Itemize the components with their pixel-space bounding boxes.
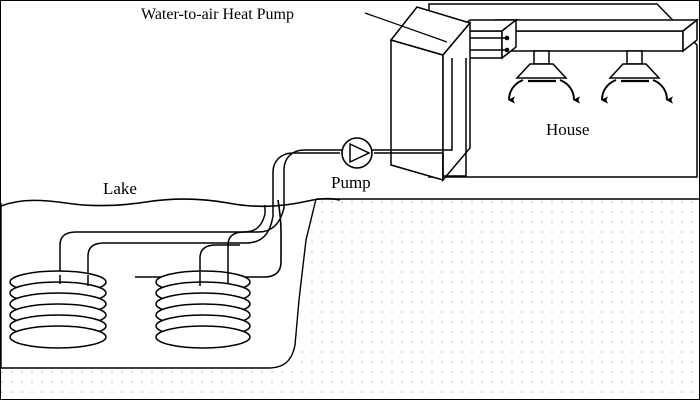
water-to-air-heat-pump xyxy=(389,6,472,183)
coil-loop xyxy=(155,325,251,349)
diffuser-cone xyxy=(515,63,568,79)
lake-water-surface xyxy=(0,197,341,207)
pump-impeller-triangle xyxy=(349,142,371,164)
airflow-arrow-left xyxy=(508,79,524,104)
lake-bed-line xyxy=(1,198,317,369)
airflow-arrow-right xyxy=(559,79,581,104)
pipe-trunk-outer xyxy=(135,199,282,278)
pipe-right-coil-b xyxy=(199,244,240,272)
circulating-pump xyxy=(341,137,373,169)
ceiling-diffuser-left xyxy=(508,50,581,104)
heat-exchanger-coil-right xyxy=(155,270,251,349)
duct-flow-arrowhead-bottom xyxy=(504,47,510,53)
heat-pump-front-face xyxy=(390,39,444,181)
airflow-arrow-left xyxy=(601,79,617,104)
diffuser-neck xyxy=(626,50,643,65)
pipe-return-lower xyxy=(87,152,294,275)
ceiling-diffuser-right xyxy=(601,50,674,104)
pump-label: Pump xyxy=(331,173,371,192)
diffuser-neck xyxy=(533,50,550,65)
lake xyxy=(0,197,341,368)
house-label: House xyxy=(546,120,589,139)
pipe-trunk-bank xyxy=(135,199,282,278)
pipe-right-coil-a xyxy=(227,205,266,272)
coil-loop xyxy=(9,325,107,349)
ground-soil xyxy=(1,198,699,399)
heat-pump-leader-line xyxy=(364,12,448,43)
duct-right-face xyxy=(682,18,698,53)
heat-exchanger-coil-left xyxy=(9,270,107,349)
duct-flow-arrowhead-top xyxy=(504,35,510,41)
diffuser-cone xyxy=(608,63,661,79)
airflow-arrow-right xyxy=(652,79,674,104)
coil-inlet-stubs xyxy=(59,272,229,286)
heat-pump-right-face xyxy=(442,20,471,183)
water-pipe-loop xyxy=(59,58,467,275)
pipe-riser-return xyxy=(442,58,467,177)
lake-label: Lake xyxy=(103,179,137,198)
duct-flow-arrows xyxy=(466,35,510,53)
heat-pump-label: Water-to-air Heat Pump xyxy=(141,6,294,23)
